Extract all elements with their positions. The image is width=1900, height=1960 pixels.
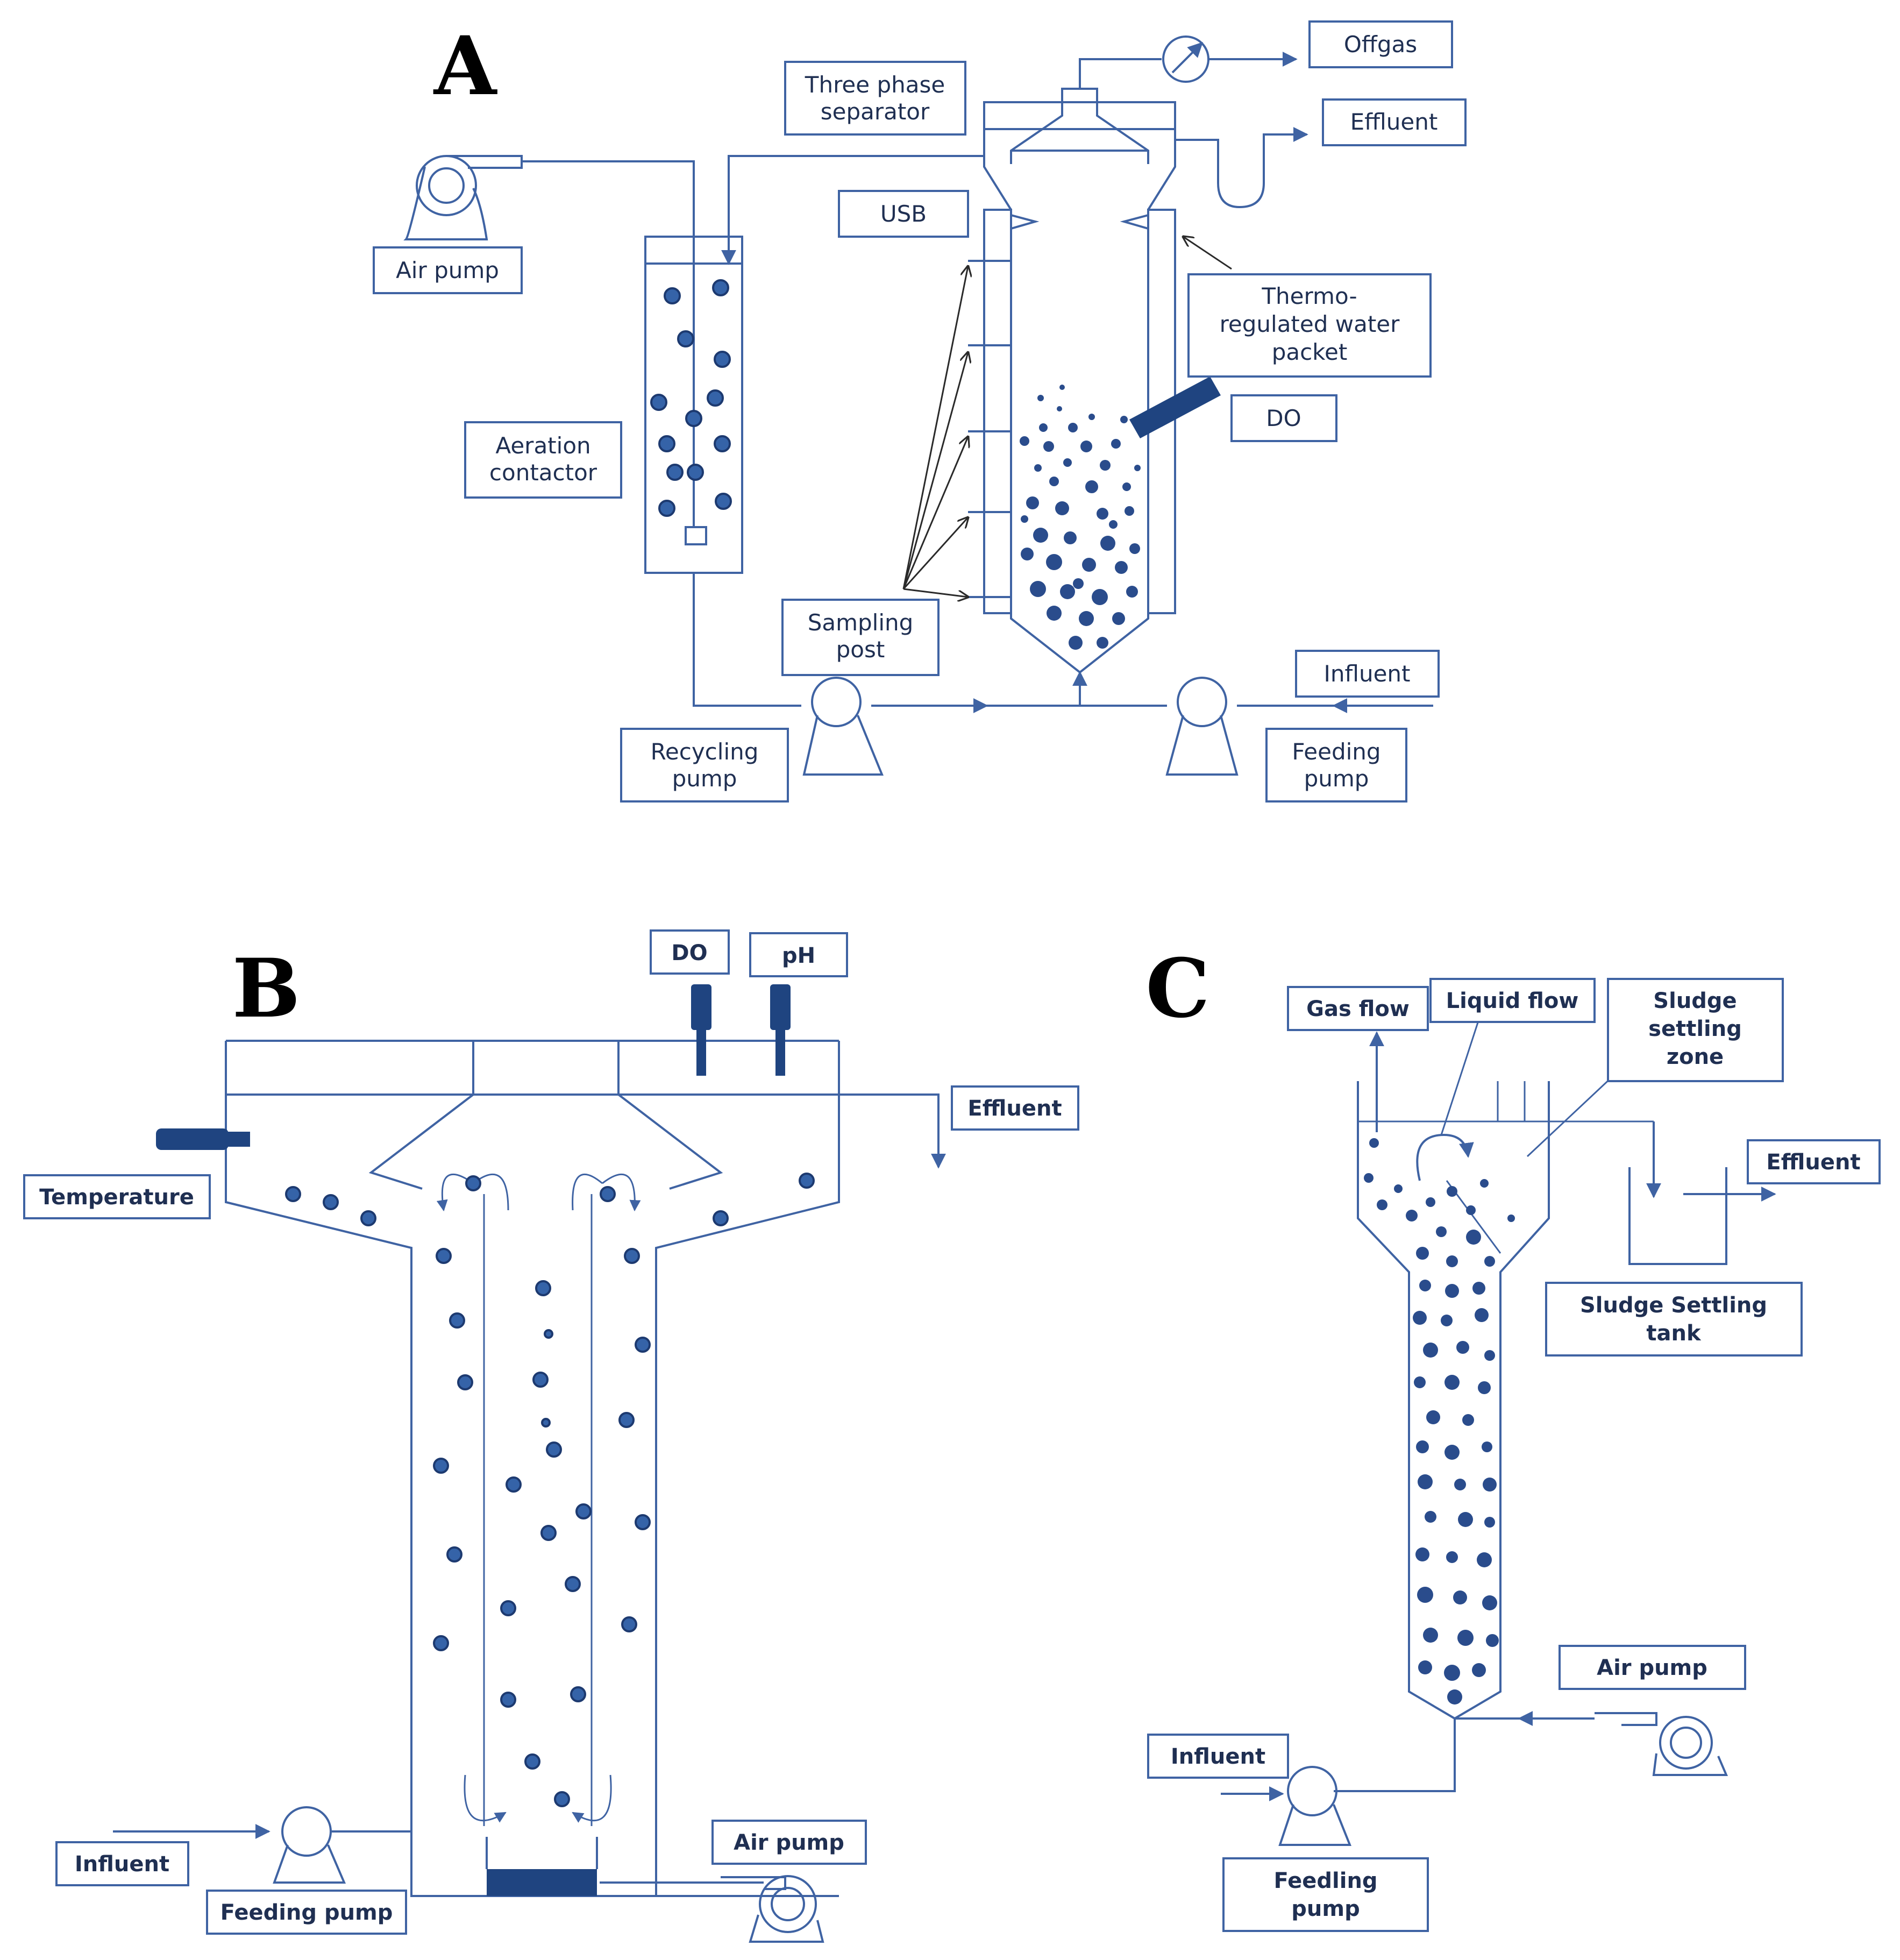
granular-column [1334, 1019, 1776, 1792]
influent-label-c: Influent [1147, 1734, 1289, 1779]
feeding-pump-icon-c [1278, 1766, 1351, 1846]
air-pump-icon-b [721, 1875, 824, 1943]
svg-text:Influent: Influent [75, 1852, 169, 1877]
svg-text:Temperature: Temperature [39, 1185, 194, 1210]
svg-text:post: post [836, 636, 885, 663]
gas-flow-label: Gas flow [1287, 986, 1429, 1031]
air-pump-label-b: Air pump [711, 1820, 867, 1865]
svg-text:Feedling: Feedling [1273, 1869, 1377, 1893]
feeding-pump-label-c: Feedling pump [1222, 1857, 1429, 1932]
feeding-pump-icon [1165, 677, 1239, 776]
granular-sludge-c [1364, 1138, 1515, 1705]
svg-text:Aeration: Aeration [495, 432, 590, 459]
air-line [522, 160, 695, 242]
svg-text:Liquid flow: Liquid flow [1446, 989, 1579, 1013]
recycle-return-line [721, 155, 984, 265]
aeration-contactor-label: Aeration contactor [464, 421, 622, 499]
svg-text:Offgas: Offgas [1344, 31, 1417, 58]
feeding-pump-icon-b [273, 1806, 346, 1884]
panel-c: Gas flow Liquid flow Sludge settling zon… [1147, 978, 1881, 1932]
sludge-settling-zone-label: Sludge settling zone [1607, 978, 1784, 1082]
svg-text:Sludge: Sludge [1653, 989, 1737, 1013]
granular-sludge [1020, 385, 1141, 650]
liquid-flow-label: Liquid flow [1429, 978, 1596, 1023]
influent-label-b: Influent [55, 1841, 189, 1886]
svg-text:Air pump: Air pump [1597, 1656, 1707, 1680]
svg-text:Thermo-: Thermo- [1261, 283, 1357, 309]
svg-text:pump: pump [672, 765, 737, 792]
svg-text:settling: settling [1648, 1017, 1742, 1041]
svg-text:regulated water: regulated water [1220, 311, 1400, 337]
panel-b: DO pH Effluent Temperature Influent Feed… [23, 929, 1079, 1943]
svg-text:zone: zone [1667, 1045, 1724, 1069]
sampling-post-label: Sampling post [781, 599, 940, 676]
svg-text:Feeding: Feeding [1292, 738, 1380, 765]
svg-text:Sludge Settling: Sludge Settling [1580, 1293, 1767, 1318]
feeding-pump-label-b: Feeding pump [206, 1890, 407, 1935]
svg-text:Effluent: Effluent [967, 1096, 1062, 1121]
recycling-pump-icon [802, 677, 884, 776]
svg-text:Effluent: Effluent [1766, 1150, 1860, 1175]
thermo-packet-label: Thermo- regulated water packet [1187, 273, 1432, 378]
effluent-label-a: Effluent [1322, 98, 1467, 146]
influent-label-a: Influent [1295, 650, 1440, 698]
svg-text:contactor: contactor [489, 459, 597, 486]
svg-text:Feeding pump: Feeding pump [220, 1900, 393, 1925]
svg-text:DO: DO [671, 941, 707, 965]
panel-a: Offgas Three phase separator Effluent US… [373, 20, 1467, 803]
air-pump-icon [403, 155, 523, 240]
usb-label: USB [838, 190, 969, 238]
granular-sludge-b [285, 1173, 815, 1807]
svg-text:Gas flow: Gas flow [1306, 997, 1410, 1021]
svg-text:Effluent: Effluent [1350, 109, 1438, 135]
ph-label: pH [749, 932, 848, 977]
svg-text:Influent: Influent [1323, 661, 1410, 687]
svg-text:packet: packet [1272, 339, 1348, 365]
svg-text:Recycling: Recycling [651, 738, 759, 765]
svg-text:Influent: Influent [1171, 1744, 1265, 1769]
svg-text:Air pump: Air pump [734, 1830, 844, 1855]
panel-label-a: A [433, 19, 498, 113]
sludge-settling-tank-label: Sludge Settling tank [1545, 1282, 1803, 1357]
panel-label-c: C [1145, 941, 1209, 1036]
svg-text:pump: pump [1291, 1897, 1360, 1921]
panel-label-b: B [232, 941, 301, 1036]
do-label-b: DO [650, 929, 730, 975]
svg-text:tank: tank [1646, 1321, 1702, 1346]
recycling-pump-label: Recycling pump [620, 728, 789, 803]
svg-text:separator: separator [821, 98, 930, 125]
effluent-label-b: Effluent [951, 1085, 1079, 1131]
svg-text:Sampling: Sampling [808, 609, 914, 636]
temperature-label: Temperature [23, 1174, 211, 1219]
air-pump-label-c: Air pump [1559, 1645, 1746, 1690]
usb-reactor [902, 35, 1308, 674]
feeding-pump-label-a: Feeding pump [1265, 728, 1407, 803]
airlift-reactor [156, 984, 946, 1897]
svg-text:Three phase: Three phase [805, 72, 945, 98]
do-label-a: DO [1230, 394, 1337, 442]
svg-text:pH: pH [782, 943, 815, 968]
svg-text:DO: DO [1266, 405, 1301, 431]
svg-text:Air pump: Air pump [396, 257, 499, 283]
offgas-label: Offgas [1308, 20, 1453, 68]
air-pump-label-a: Air pump [373, 246, 523, 294]
aeration-contactor [644, 236, 743, 574]
svg-text:pump: pump [1304, 765, 1369, 792]
three-phase-separator-label: Three phase separator [784, 61, 966, 136]
svg-text:USB: USB [880, 201, 927, 227]
recycle-bottom-line [693, 573, 801, 707]
effluent-label-c: Effluent [1747, 1139, 1881, 1184]
air-pump-icon-c [1595, 1712, 1728, 1776]
